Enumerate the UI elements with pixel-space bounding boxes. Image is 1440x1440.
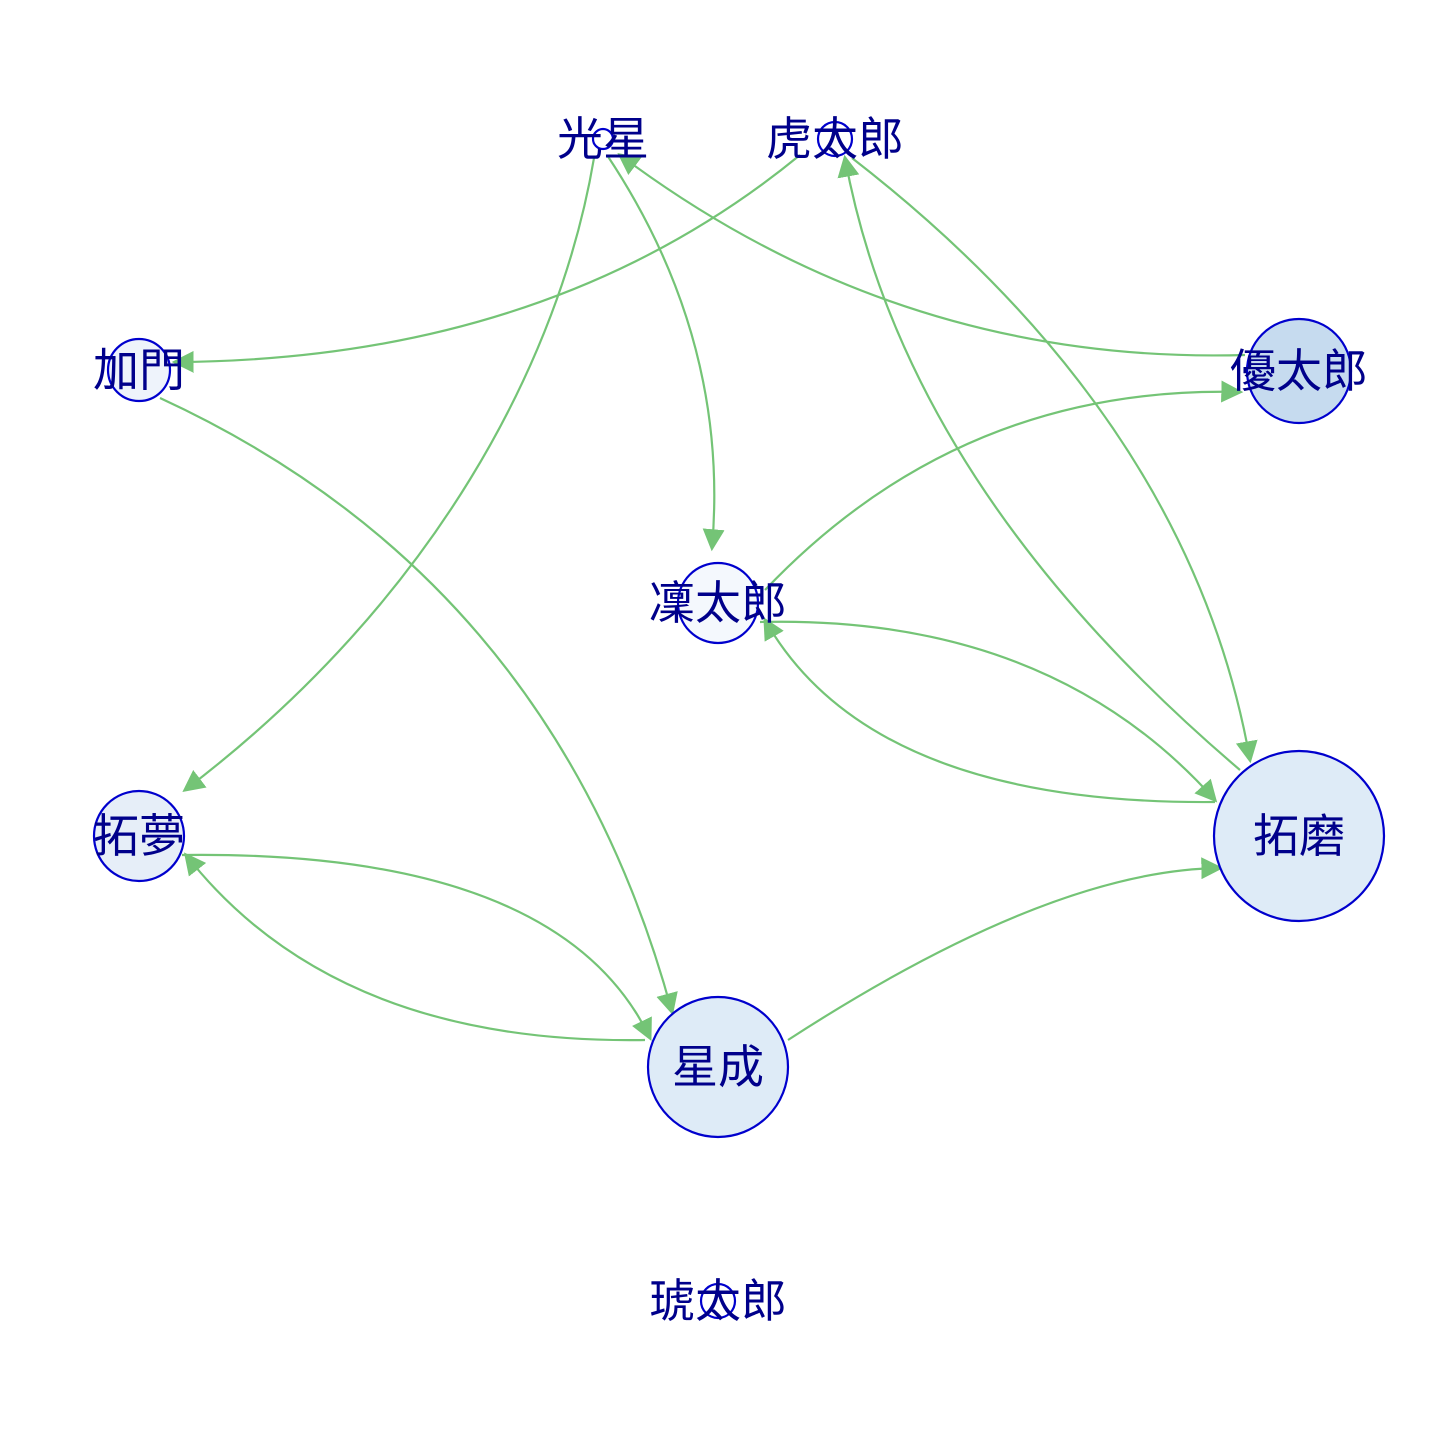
- node-label: 優太郎: [1230, 344, 1368, 398]
- edge-arrow: [617, 153, 1246, 357]
- edge-arrow: [763, 617, 1216, 804]
- edge-arrow: [606, 154, 725, 552]
- graph-node: 優太郎: [1230, 317, 1368, 425]
- edges-layer: [159, 153, 1258, 1042]
- edge-arrow: [787, 857, 1224, 1041]
- node-label: 凜太郎: [649, 576, 787, 630]
- node-label: 琥太郎: [649, 1274, 787, 1328]
- graph-node: 凜太郎: [649, 561, 787, 645]
- node-circle: [92, 789, 186, 883]
- node-label: 拓夢: [93, 809, 185, 863]
- node-circle: [106, 337, 172, 403]
- edge-arrow: [171, 154, 801, 373]
- node-circle: [646, 995, 790, 1139]
- graph-node: 星成: [646, 995, 790, 1139]
- edge-arrow: [159, 397, 678, 1016]
- node-label: 加門: [93, 343, 185, 397]
- graph-node: 加門: [93, 337, 185, 403]
- node-circle: [1212, 749, 1386, 923]
- edge-arrow: [759, 620, 1218, 803]
- node-circle: [591, 127, 615, 151]
- graph-node: 拓磨: [1212, 749, 1386, 923]
- graph-node: 虎太郎: [766, 112, 904, 166]
- node-circle: [676, 561, 760, 645]
- edge-arrow: [851, 157, 1258, 764]
- edge-arrow: [181, 853, 652, 1041]
- graph-node: 拓夢: [92, 789, 186, 883]
- edge-arrow: [183, 852, 646, 1042]
- node-circle: [1245, 317, 1353, 425]
- node-circle: [699, 1282, 737, 1320]
- graph-node: 琥太郎: [649, 1274, 787, 1328]
- node-label: 光星: [557, 112, 649, 166]
- graph-node: 光星: [557, 112, 649, 166]
- edge-arrow: [764, 380, 1244, 591]
- edge-arrow: [837, 154, 1241, 771]
- node-label: 虎太郎: [766, 112, 904, 166]
- node-label: 星成: [672, 1040, 764, 1094]
- edge-arrow: [182, 157, 596, 792]
- node-label: 拓磨: [1253, 809, 1345, 863]
- node-circle: [816, 120, 854, 158]
